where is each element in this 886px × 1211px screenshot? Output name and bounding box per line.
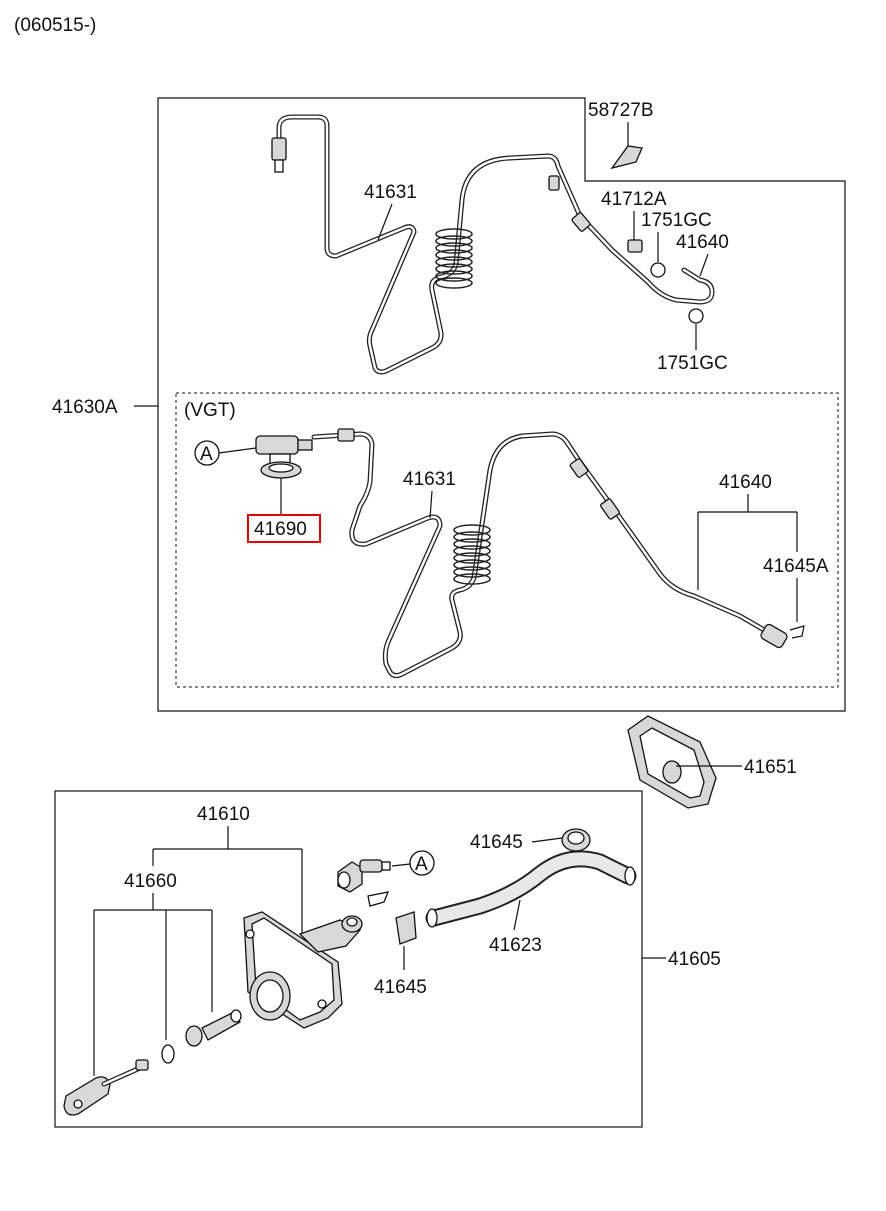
label-41623[interactable]: 41623 — [489, 935, 542, 956]
hose-41623-part — [425, 850, 637, 928]
plate-41651: 41651 — [627, 715, 797, 809]
clip-41645-bottom-part — [395, 911, 417, 945]
tube-coil-vgt — [453, 524, 491, 585]
tube-coil-upper — [435, 228, 473, 289]
label-58727b[interactable]: 58727B — [588, 100, 654, 121]
tube-41631-vgt — [311, 428, 788, 679]
master-cylinder-part — [243, 911, 363, 1029]
label-41631-vgt[interactable]: 41631 — [403, 469, 456, 490]
rod-kit-parts — [63, 1009, 242, 1116]
label-41610[interactable]: 41610 — [197, 804, 250, 825]
label-1751gc-a[interactable]: 1751GC — [641, 210, 712, 231]
elbow-connector-part — [337, 859, 391, 893]
ref-marker-a-upper-text: A — [200, 444, 213, 465]
union-bolt-part — [627, 239, 643, 253]
small-clip-part — [367, 891, 390, 907]
ref-marker-a-lower — [409, 850, 435, 876]
bracket-58727b-part — [610, 145, 643, 170]
clip-41645a-part — [789, 625, 805, 639]
label-1751gc-b[interactable]: 1751GC — [657, 353, 728, 374]
label-41645-bottom[interactable]: 41645 — [374, 977, 427, 998]
label-41690[interactable]: 41690 — [254, 519, 307, 540]
label-41645-top[interactable]: 41645 — [470, 832, 523, 853]
vgt-frame — [175, 392, 839, 688]
upper-group: 41630A (VGT) 58727B 41631 — [52, 97, 846, 712]
label-41712a[interactable]: 41712A — [601, 189, 667, 210]
gasket-b-part — [688, 308, 704, 324]
label-41645a-vgt[interactable]: 41645A — [763, 556, 829, 577]
label-41651[interactable]: 41651 — [744, 757, 797, 778]
clip-41645-top-part — [561, 828, 591, 852]
date-code: (060515-) — [14, 15, 96, 36]
vgt-label: (VGT) — [184, 400, 236, 421]
label-41630a[interactable]: 41630A — [52, 397, 118, 418]
upper-group-frame — [157, 97, 846, 712]
highlight-box-41690 — [247, 514, 321, 543]
tube-41631-upper — [271, 114, 715, 375]
lower-group-frame — [54, 790, 643, 1128]
label-41605[interactable]: 41605 — [668, 949, 721, 970]
ref-marker-a-lower-text: A — [415, 854, 428, 875]
label-41640-upper[interactable]: 41640 — [676, 232, 729, 253]
connector-41690-part — [255, 435, 313, 479]
label-41631-upper[interactable]: 41631 — [364, 182, 417, 203]
gasket-a-part — [650, 262, 666, 278]
label-41640-vgt[interactable]: 41640 — [719, 472, 772, 493]
label-41660[interactable]: 41660 — [124, 871, 177, 892]
lower-group: 41605 41610 41660 — [54, 790, 721, 1128]
